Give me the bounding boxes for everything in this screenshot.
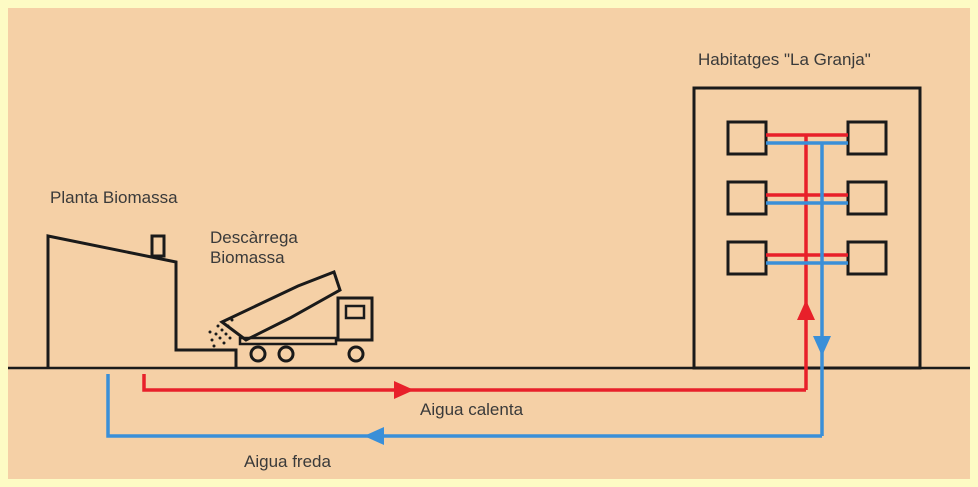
apartment-windows <box>726 120 888 276</box>
building-label: Habitatges "La Granja" <box>698 50 871 69</box>
biomass-plant <box>46 234 238 368</box>
cold-water-arrow-left <box>364 427 384 445</box>
hot-water-arrow-up <box>797 300 815 320</box>
plant-label: Planta Biomassa <box>50 188 178 207</box>
hot-water-label: Aigua calenta <box>420 400 524 419</box>
cold-water-pipes <box>106 141 848 438</box>
hot-water-arrow-right <box>394 381 414 399</box>
plant-chimney <box>150 234 166 258</box>
biomass-chips <box>208 318 234 348</box>
dump-truck <box>219 270 374 363</box>
cold-water-arrow-down <box>813 336 831 356</box>
unload-label-line2: Biomassa <box>210 248 285 267</box>
unload-label-line1: Descàrrega <box>210 228 298 247</box>
cold-water-label: Aigua freda <box>244 452 331 471</box>
